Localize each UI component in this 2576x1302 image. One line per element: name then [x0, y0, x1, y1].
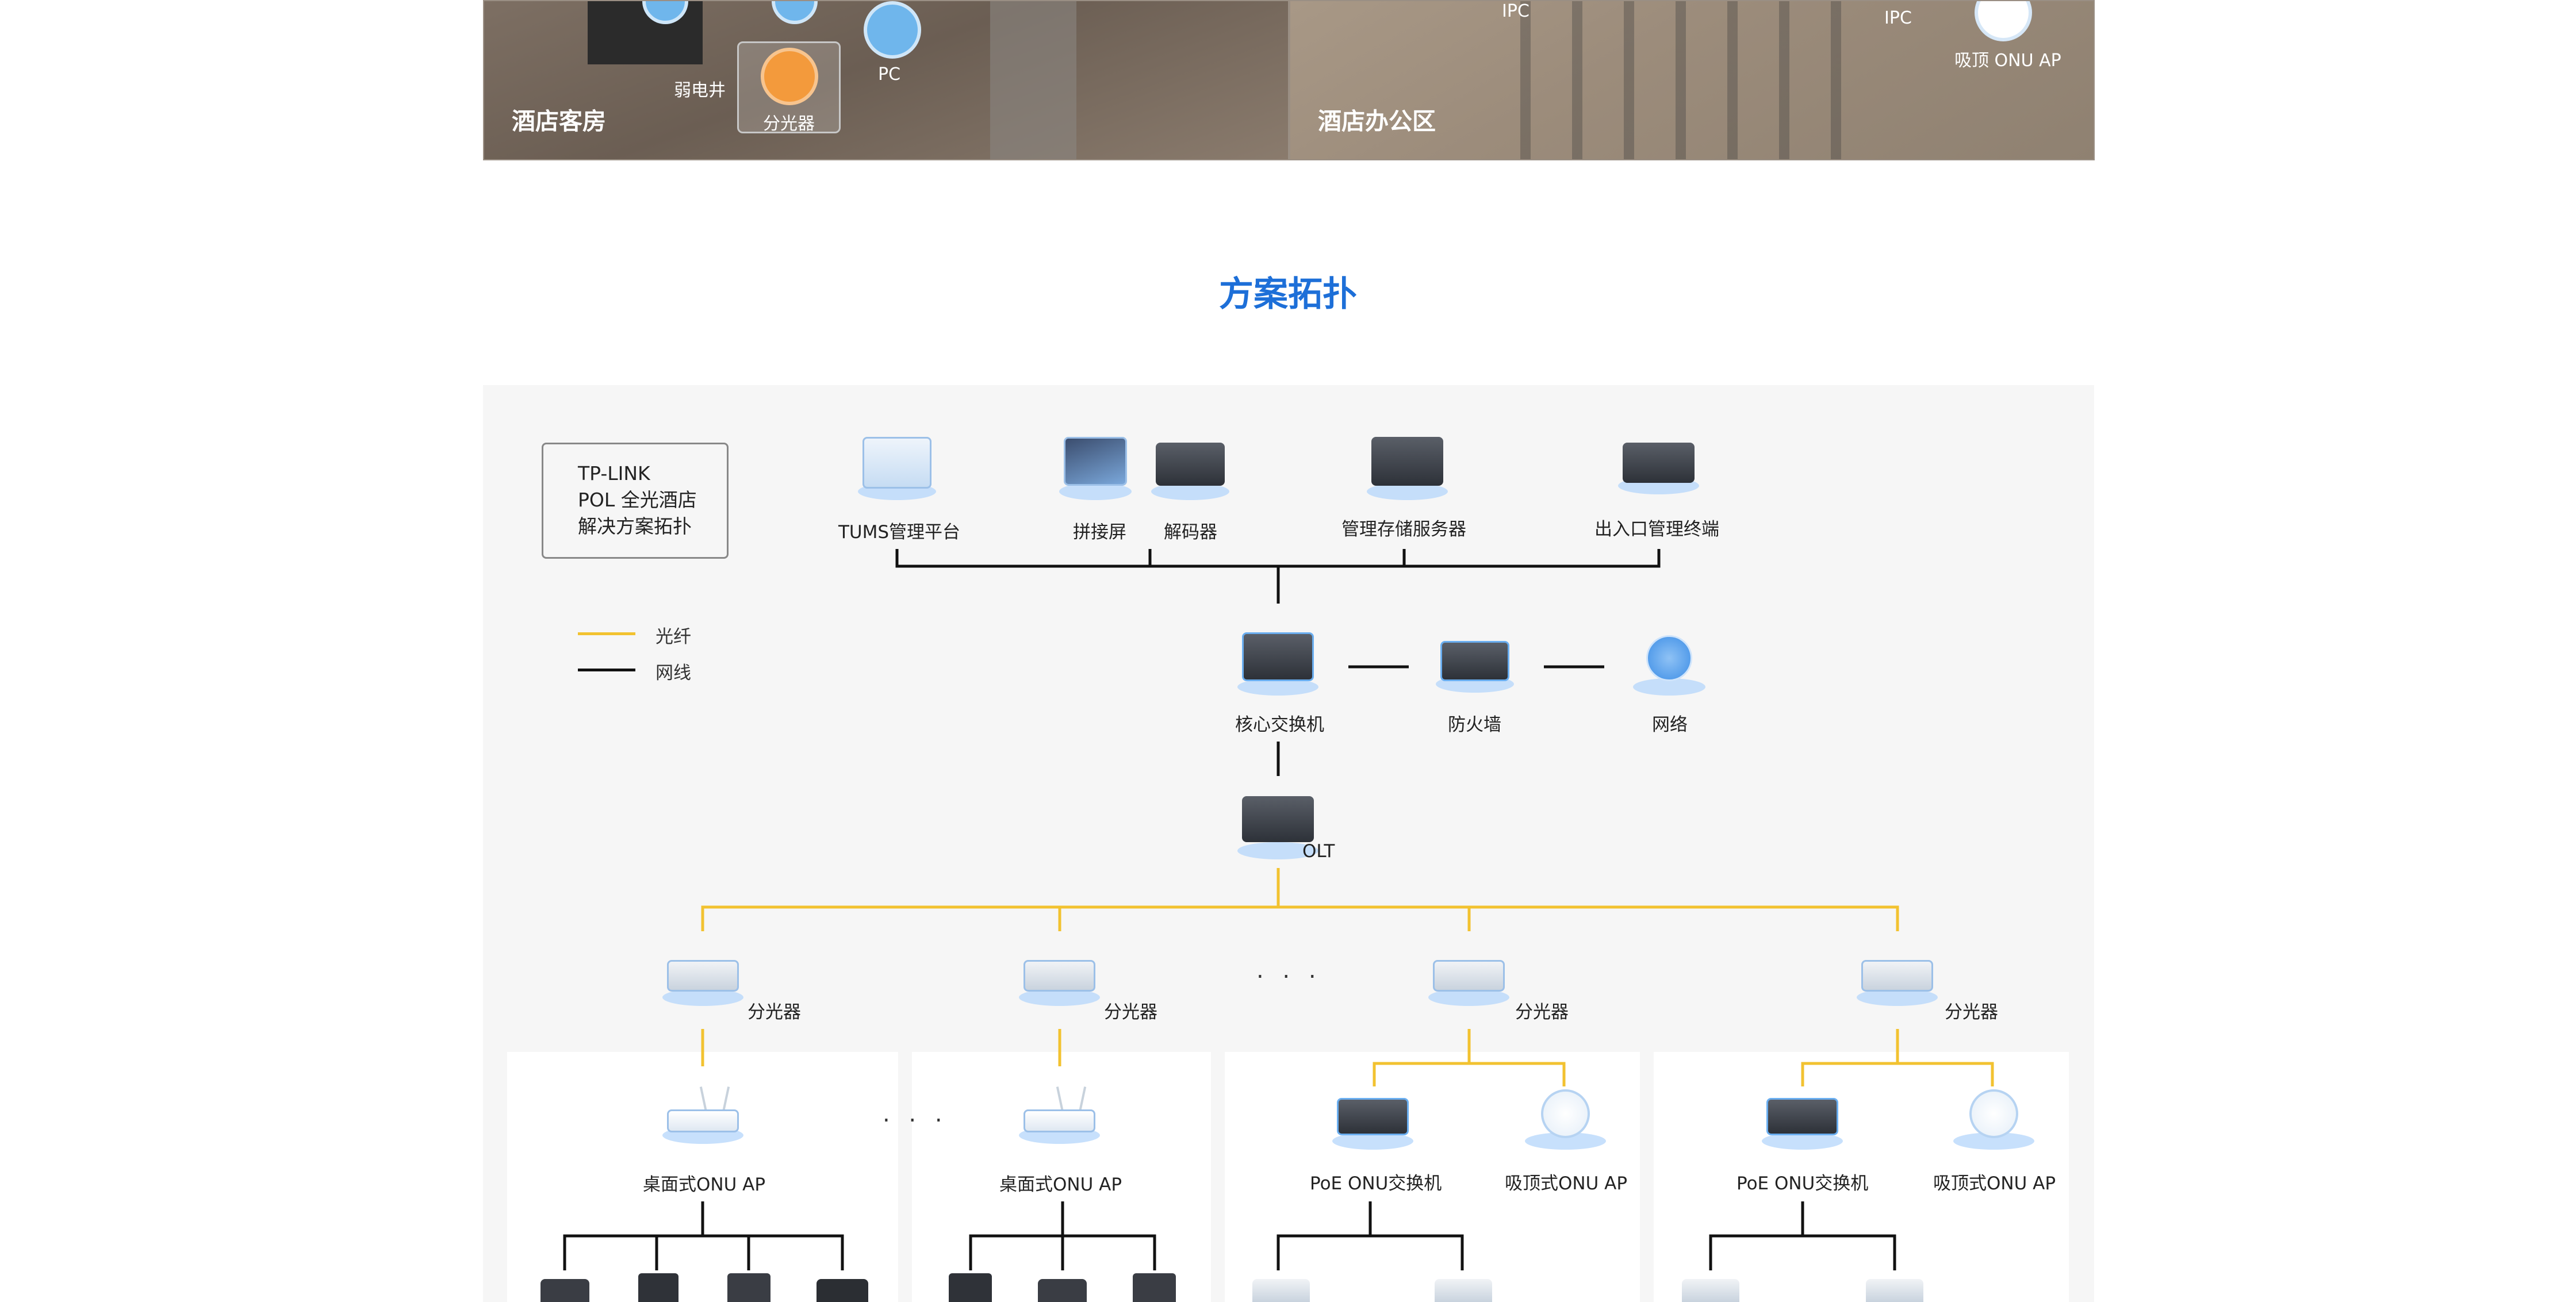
internet-globe-icon [1633, 635, 1705, 696]
splitter-icon [761, 48, 818, 105]
splitter-tag: 分光器 [763, 114, 815, 134]
legend-cable-label: 网线 [656, 663, 691, 683]
ipc-tag: IPC [1502, 1, 1529, 21]
storage-label: 管理存储服务器 [1341, 519, 1466, 540]
ceiling-ap-tag: 吸顶 ONU AP [1954, 51, 2061, 71]
office-desks [1520, 1, 1865, 159]
terminal-device-icon [727, 1273, 770, 1302]
ipc-tag: IPC [1884, 8, 1912, 28]
splitter3-fiber [1373, 1029, 1566, 1086]
olt-label: OLT [1302, 841, 1335, 862]
more-splitters-dots: . . . [1256, 957, 1322, 984]
splitter-icon [1428, 960, 1509, 1006]
brand-name: TP-LINK [578, 462, 650, 485]
desk-ap1-label: 桌面式ONU AP [643, 1174, 766, 1195]
more-desk-ap-dots: . . . [883, 1101, 948, 1127]
brand-solution: POL 全光酒店 [578, 489, 697, 511]
decoder-icon [1151, 443, 1229, 500]
desk-ap2-label: 桌面式ONU AP [999, 1174, 1122, 1195]
desk-onu-ap-icon [1019, 1086, 1100, 1144]
desk-onu-ap-icon [662, 1086, 743, 1144]
poe-switch2-label: PoE ONU交换机 [1736, 1173, 1869, 1194]
entrance-label: 出入口管理终端 [1594, 519, 1719, 540]
firewall-icon [1436, 641, 1514, 693]
splitter4-label: 分光器 [1945, 1002, 1998, 1023]
camera-icon [1866, 1279, 1923, 1302]
camera-icon [1435, 1279, 1492, 1302]
camera-icon [1252, 1279, 1310, 1302]
hotel-room-label: 酒店客房 [512, 107, 606, 135]
splitter3-label: 分光器 [1515, 1002, 1569, 1023]
tums-label: TUMS管理平台 [838, 522, 961, 543]
poe-onu-switch-icon [1332, 1098, 1413, 1150]
terminal-device-icon [1133, 1273, 1176, 1302]
legend-fiber-label: 光纤 [656, 627, 691, 647]
splitter1-label: 分光器 [747, 1002, 801, 1023]
terminal-device-icon [816, 1279, 868, 1302]
brand-box: TP-LINK POL 全光酒店 解决方案拓扑 [542, 443, 729, 559]
weak-shaft-tag: 弱电井 [674, 80, 726, 101]
decoder-label: 解码器 [1164, 522, 1217, 543]
legend-fiber-line [578, 632, 635, 635]
terminal-device-icon [949, 1273, 992, 1302]
splitter-icon [662, 960, 743, 1006]
legend-cable-line [578, 669, 635, 671]
section-title: 方案拓扑 [1219, 274, 1357, 314]
entrance-terminal-icon [1618, 443, 1699, 494]
curtain [990, 1, 1076, 159]
ceiling-ap2-label: 吸顶式ONU AP [1933, 1173, 2056, 1194]
hotel-office-scene: IPC IPC 吸顶 ONU AP 酒店办公区 [1289, 0, 2095, 160]
desk-ap2-cables [969, 1201, 1156, 1270]
tums-platform-icon [858, 437, 936, 500]
core-switch-label: 核心交换机 [1235, 715, 1324, 735]
brand-caption: 解决方案拓扑 [578, 515, 692, 537]
hotel-office-label: 酒店办公区 [1318, 107, 1436, 135]
storage-server-icon [1367, 437, 1448, 500]
mgmt-bus-line [895, 549, 1661, 568]
video-wall-icon [1059, 437, 1132, 500]
pc-icon [864, 1, 921, 59]
splitter-icon [1857, 960, 1938, 1006]
splitter2-label: 分光器 [1104, 1002, 1157, 1023]
core-switch-icon [1237, 632, 1318, 696]
splitter4-fiber [1801, 1029, 1994, 1086]
network-label: 网络 [1652, 715, 1688, 735]
olt-icon [1237, 796, 1318, 859]
ceiling-onu-ap-icon [1953, 1089, 2034, 1150]
poe-switch1-label: PoE ONU交换机 [1310, 1173, 1442, 1194]
pc-tag: PC [878, 64, 901, 85]
firewall-label: 防火墙 [1448, 715, 1501, 735]
splitter-fiber-bus [701, 905, 1899, 931]
desk-ap1-cables [563, 1201, 844, 1270]
splitter-icon [1019, 960, 1100, 1006]
poe2-cables [1709, 1201, 1896, 1270]
terminal-device-icon [638, 1273, 678, 1302]
ceiling-ap1-label: 吸顶式ONU AP [1505, 1173, 1628, 1194]
poe1-cables [1276, 1201, 1464, 1270]
terminal-device-icon [1038, 1279, 1087, 1302]
poe-onu-switch-icon [1762, 1098, 1843, 1150]
splitter-highlight: 分光器 [737, 41, 841, 134]
ceiling-onu-ap-icon [1525, 1089, 1606, 1150]
hotel-room-scene: PC 弱电井 分光器 酒店客房 [483, 0, 1289, 160]
terminal-device-icon [540, 1279, 589, 1302]
video-wall-label: 拼接屏 [1073, 522, 1126, 543]
camera-icon [1682, 1279, 1739, 1302]
